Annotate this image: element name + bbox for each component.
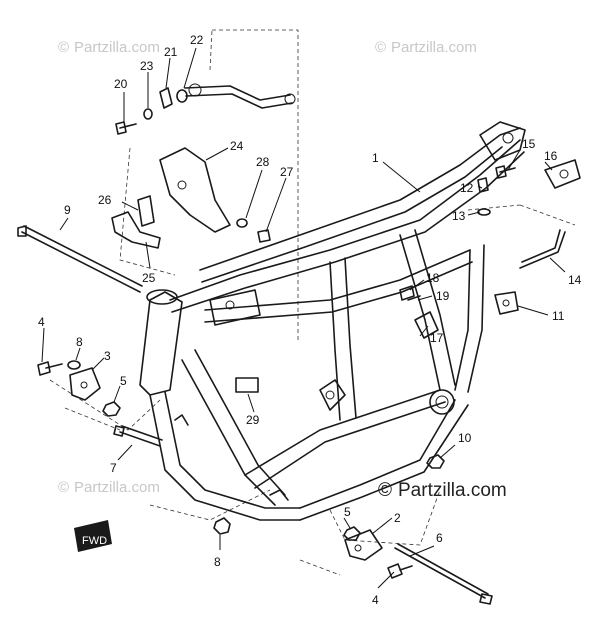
cover-part-24 xyxy=(159,147,231,233)
link-rod xyxy=(184,83,296,109)
bracket-part-16 xyxy=(544,159,581,189)
callout-1: 1 xyxy=(372,151,379,165)
callout-numbers: 1 2 3 4 4 5 5 6 7 8 8 9 10 11 12 13 14 1… xyxy=(38,33,582,607)
bolt-part-19 xyxy=(407,295,421,301)
watermark-main: © Partzilla.com xyxy=(378,480,507,501)
callout-5a: 5 xyxy=(120,374,127,388)
callout-19: 19 xyxy=(436,289,450,303)
svg-text:FWD: FWD xyxy=(82,535,107,547)
svg-text:Partzilla.com: Partzilla.com xyxy=(391,39,477,56)
washer-part-28 xyxy=(236,218,248,228)
svg-text:Partzilla.com: Partzilla.com xyxy=(398,480,507,501)
svg-text:Partzilla.com: Partzilla.com xyxy=(74,39,160,56)
svg-text:©: © xyxy=(375,39,386,56)
mount-part-17 xyxy=(414,311,439,339)
leader-lines xyxy=(41,47,566,589)
callout-14: 14 xyxy=(568,273,582,287)
bracket-part-25 xyxy=(111,211,161,249)
grommet-part-21 xyxy=(159,87,173,109)
bolt-part-7 xyxy=(113,425,163,447)
callout-12: 12 xyxy=(460,181,474,195)
callout-5b: 5 xyxy=(344,505,351,519)
svg-text:©: © xyxy=(378,480,392,501)
callout-6: 6 xyxy=(436,531,443,545)
plate-part-26 xyxy=(137,195,155,227)
washer-part-8-upper xyxy=(67,360,81,370)
bolt-part-4-upper xyxy=(37,361,63,376)
watermark-top-right: © Partzilla.com xyxy=(375,39,477,56)
label-part-29 xyxy=(235,377,259,393)
callout-18: 18 xyxy=(426,271,440,285)
svg-text:©: © xyxy=(58,479,69,496)
callout-2: 2 xyxy=(394,511,401,525)
bracket-part-3 xyxy=(69,367,101,401)
svg-text:©: © xyxy=(58,39,69,56)
callout-22: 22 xyxy=(190,33,204,47)
callout-26: 26 xyxy=(98,193,112,207)
callout-27: 27 xyxy=(280,165,294,179)
nut-part-23 xyxy=(143,108,153,120)
callout-9: 9 xyxy=(64,203,71,217)
callout-11: 11 xyxy=(552,309,565,323)
bolt-part-15 xyxy=(495,165,516,179)
rod-part-14 xyxy=(519,229,566,269)
callout-24: 24 xyxy=(230,139,244,153)
clamp-part-11 xyxy=(494,291,519,315)
callout-15: 15 xyxy=(522,137,536,151)
callout-28: 28 xyxy=(256,155,270,169)
bolt-part-20 xyxy=(115,121,137,135)
callout-4a: 4 xyxy=(38,315,45,329)
callout-16: 16 xyxy=(544,149,558,163)
nut-part-10 xyxy=(426,454,445,469)
callout-13: 13 xyxy=(452,209,466,223)
callout-29: 29 xyxy=(246,413,260,427)
nut-part-5-lower xyxy=(343,526,361,541)
bolt-part-6 xyxy=(394,543,493,605)
screw-part-27 xyxy=(257,229,271,243)
nut-part-5-upper xyxy=(102,401,121,417)
callout-8a: 8 xyxy=(76,335,83,349)
callout-4b: 4 xyxy=(372,593,379,607)
watermark-top-left: © Partzilla.com xyxy=(58,39,160,56)
callout-25: 25 xyxy=(142,271,156,285)
callout-7: 7 xyxy=(110,461,117,475)
callout-3: 3 xyxy=(104,349,111,363)
main-frame xyxy=(139,121,526,521)
fwd-stamp: FWD xyxy=(74,520,112,552)
callout-8b: 8 xyxy=(214,555,221,569)
callout-17: 17 xyxy=(430,331,444,345)
rod-part-9 xyxy=(17,225,143,293)
bolt-part-12 xyxy=(477,177,489,193)
callout-21: 21 xyxy=(164,45,178,59)
bracket-part-2 xyxy=(344,529,383,561)
bolt-part-4-lower xyxy=(387,563,413,579)
bolt-part-18 xyxy=(399,285,415,301)
callout-20: 20 xyxy=(114,77,128,91)
nut-part-8-lower xyxy=(213,517,231,535)
svg-text:Partzilla.com: Partzilla.com xyxy=(74,479,160,496)
watermark-bottom-left: © Partzilla.com xyxy=(58,479,160,496)
callout-23: 23 xyxy=(140,59,154,73)
callout-10: 10 xyxy=(458,431,472,445)
